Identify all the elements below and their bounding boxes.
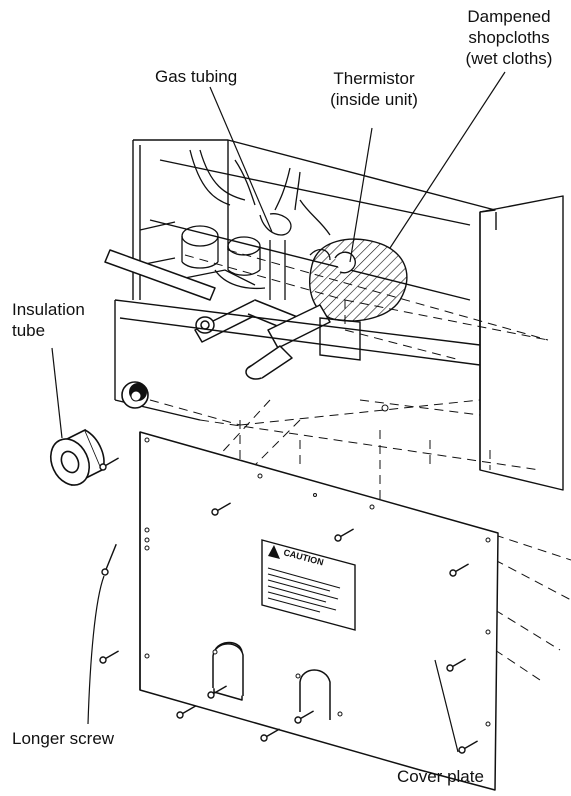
screw	[260, 728, 280, 742]
plate-holes	[144, 404, 491, 727]
label-thermistor-line2: (inside unit)	[330, 90, 418, 109]
label-insulation-line2: tube	[12, 321, 46, 340]
screw	[176, 705, 196, 719]
label-dampened-line1: Dampened	[467, 7, 551, 26]
label-insulation-tube: Insulation tube	[12, 299, 85, 341]
insulation-tube	[49, 428, 105, 487]
screw	[294, 710, 314, 724]
label-insulation-line1: Insulation	[12, 300, 85, 319]
label-dampened-line3: (wet cloths)	[465, 49, 553, 68]
label-cover-plate: Cover plate	[397, 767, 484, 786]
label-longer-screw: Longer screw	[12, 729, 115, 748]
screw	[458, 740, 478, 754]
screw	[99, 650, 119, 664]
label-thermistor: Thermistor (inside unit)	[320, 68, 428, 110]
caution-label	[261, 539, 356, 631]
dampened-cloth	[309, 238, 408, 322]
label-gas-tubing: Gas tubing	[155, 67, 238, 86]
label-dampened-line2: shopcloths	[468, 28, 550, 47]
screw	[99, 457, 119, 471]
screw	[207, 685, 227, 699]
screw	[446, 658, 466, 672]
leader-lines	[51, 71, 506, 753]
service-valve-knob	[121, 381, 149, 409]
screw	[211, 502, 231, 516]
screw	[449, 563, 469, 577]
label-dampened-shopcloths: Dampened shopcloths (wet cloths)	[450, 6, 568, 69]
screw	[334, 528, 354, 542]
plate-cutouts	[212, 643, 331, 720]
screws	[99, 457, 478, 754]
gas-tubing-pipes	[104, 249, 331, 380]
longer-screw	[101, 543, 117, 576]
label-thermistor-line1: Thermistor	[333, 69, 415, 88]
